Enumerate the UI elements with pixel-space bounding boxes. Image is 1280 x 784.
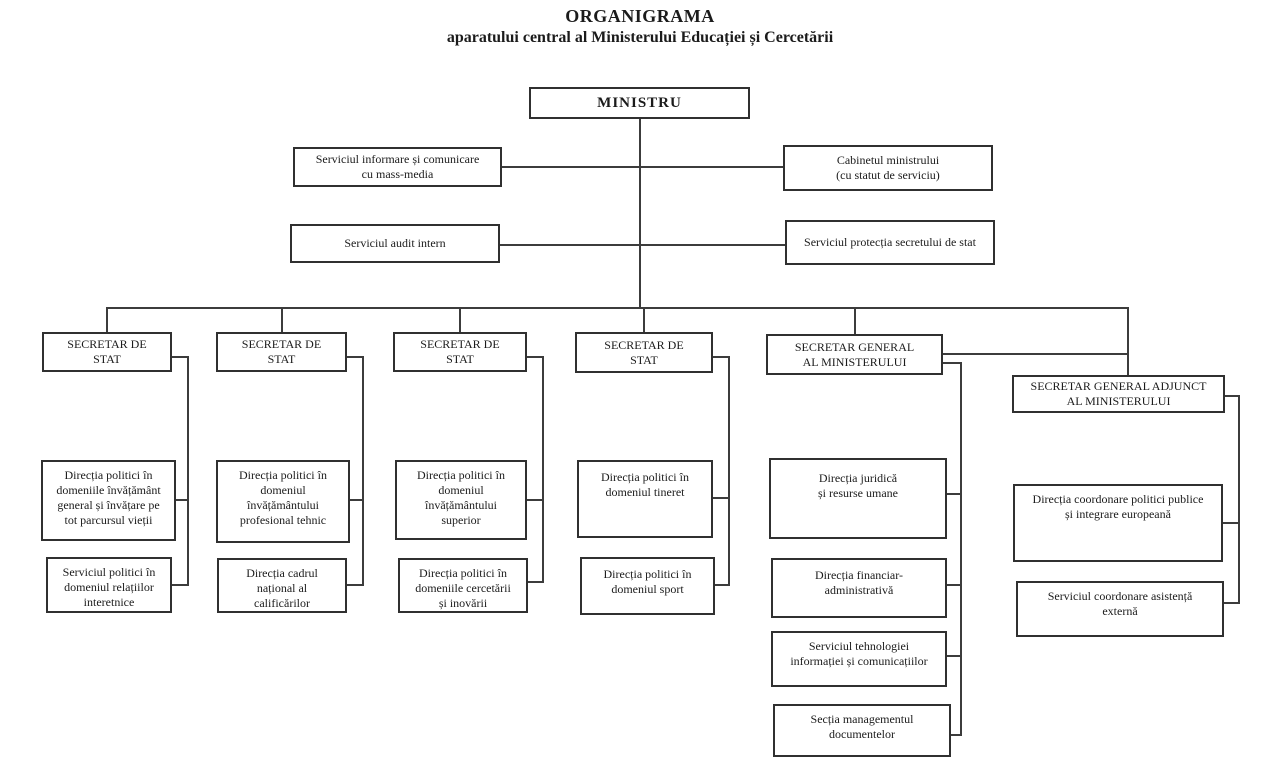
- connector-line: [643, 307, 645, 333]
- connector-line: [715, 584, 729, 586]
- node-secretar-stat-1: SECRETAR DE STAT: [42, 332, 172, 372]
- node-serviciul-protectia-secretului: Serviciul protecția secretului de stat: [785, 220, 995, 265]
- connector-line: [947, 584, 961, 586]
- node-secretar-general: SECRETAR GENERAL AL MINISTERULUI: [766, 334, 943, 375]
- node-ministru: MINISTRU: [529, 87, 750, 119]
- connector-line: [947, 655, 961, 657]
- node-serv-coordonare-asistenta: Serviciul coordonare asistență externă: [1016, 581, 1224, 637]
- node-cabinetul-ministrului: Cabinetul ministrului (cu statut de serv…: [783, 145, 993, 191]
- node-secretar-stat-4: SECRETAR DE STAT: [575, 332, 713, 373]
- connector-line: [281, 307, 283, 333]
- node-sectia-management: Secția managementul documentelor: [773, 704, 951, 757]
- node-dir-financiar: Direcția financiar- administrativă: [771, 558, 947, 618]
- connector-line: [527, 499, 543, 501]
- node-secretar-general-adjunct: SECRETAR GENERAL ADJUNCT AL MINISTERULUI: [1012, 375, 1225, 413]
- connector-line: [106, 307, 108, 333]
- connector-line: [347, 356, 363, 358]
- node-dir-coordonare-politici: Direcția coordonare politici publice și …: [1013, 484, 1223, 562]
- connector-line: [502, 166, 783, 168]
- connector-line: [951, 734, 961, 736]
- connector-line: [728, 356, 730, 586]
- connector-line: [527, 356, 543, 358]
- connector-line: [1238, 395, 1240, 604]
- connector-line: [1222, 522, 1239, 524]
- connector-line: [713, 356, 730, 358]
- connector-line: [347, 584, 363, 586]
- connector-line: [175, 499, 188, 501]
- node-dir-juridica: Direcția juridică și resurse umane: [769, 458, 947, 539]
- connector-trunk: [639, 119, 641, 309]
- connector-line: [187, 356, 189, 586]
- node-dir-invatamant-superior: Direcția politici în domeniul învățământ…: [395, 460, 527, 540]
- connector-line: [542, 356, 544, 583]
- connector-line: [459, 307, 461, 333]
- connector-line: [1127, 307, 1129, 377]
- node-dir-cercetare-inovare: Direcția politici în domeniile cercetări…: [398, 558, 528, 613]
- node-dir-sport: Direcția politici în domeniul sport: [580, 557, 715, 615]
- connector-line: [172, 584, 188, 586]
- connector-line: [172, 356, 188, 358]
- node-dir-tineret: Direcția politici în domeniul tineret: [577, 460, 713, 538]
- connector-line: [350, 499, 363, 501]
- connector-line: [713, 497, 729, 499]
- connector-line: [362, 356, 364, 586]
- node-serviciul-informare: Serviciul informare și comunicare cu mas…: [293, 147, 502, 187]
- node-serv-tehnologii: Serviciul tehnologiei informației și com…: [771, 631, 947, 687]
- connector-line: [943, 362, 962, 364]
- node-serv-relatii-interetnice: Serviciul politici în domeniul relațiilo…: [46, 557, 172, 613]
- node-secretar-stat-3: SECRETAR DE STAT: [393, 332, 527, 372]
- connector-line: [528, 581, 543, 583]
- connector-line: [500, 244, 785, 246]
- chart-title: ORGANIGRAMA: [565, 6, 715, 26]
- connector-line: [1223, 602, 1239, 604]
- connector-line: [960, 362, 962, 736]
- node-dir-invatamant-general: Direcția politici în domeniile învățămân…: [41, 460, 176, 541]
- chart-subtitle: aparatului central al Ministerului Educa…: [446, 29, 834, 46]
- connector-line: [1224, 395, 1240, 397]
- node-secretar-stat-2: SECRETAR DE STAT: [216, 332, 347, 372]
- connector-line: [854, 307, 856, 335]
- node-dir-cadrul-national: Direcția cadrul național al calificărilo…: [217, 558, 347, 613]
- connector-line: [943, 353, 1129, 355]
- node-serviciul-audit: Serviciul audit intern: [290, 224, 500, 263]
- connector-main-distribution: [106, 307, 1129, 309]
- node-dir-profesional-tehnic: Direcția politici în domeniul învățământ…: [216, 460, 350, 543]
- connector-line: [947, 493, 961, 495]
